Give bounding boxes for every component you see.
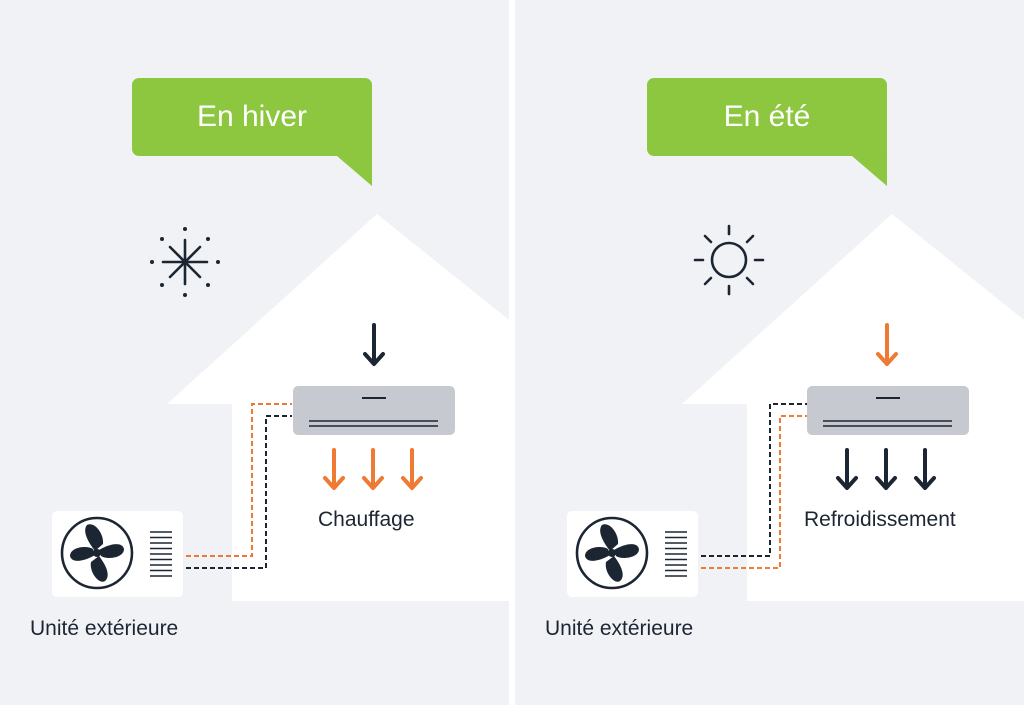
winter-outdoor-label: Unité extérieure [30,617,179,640]
winter-pipe-orange [186,403,292,557]
summer-mode-label: Refroidissement [804,508,956,531]
snowflake-icon [150,227,220,297]
vent-grille [150,531,172,577]
winter-pipe-dark [186,415,292,569]
summer-intake-arrow [876,323,898,366]
winter-illustration [52,150,509,601]
fan-icon [60,516,134,590]
summer-pipe-dark [701,403,807,557]
winter-indoor-unit [293,386,455,435]
winter-outdoor-unit [52,511,183,597]
summer-pipe-orange [701,415,807,569]
winter-mode-label: Chauffage [318,508,415,531]
summer-title-bubble: En été [647,78,887,156]
winter-bubble-tail [330,150,372,186]
summer-outdoor-unit [567,511,698,597]
summer-output-arrows [836,448,936,490]
summer-bubble-tail [845,150,887,186]
summer-outdoor-label: Unité extérieure [545,617,694,640]
winter-intake-arrow [363,323,385,366]
summer-title: En été [723,100,811,133]
winter-title: En hiver [196,100,308,133]
summer-illustration [567,150,1024,601]
winter-panel: En hiver Chauffage Unité extérieure [0,0,509,705]
sun-icon [693,224,765,296]
winter-title-bubble: En hiver [132,78,372,156]
vent-grille [665,531,687,577]
summer-indoor-unit [807,386,969,435]
fan-icon [575,516,649,590]
winter-output-arrows [323,448,423,490]
summer-panel: En été Refroidissement Unité extérieure [515,0,1024,705]
